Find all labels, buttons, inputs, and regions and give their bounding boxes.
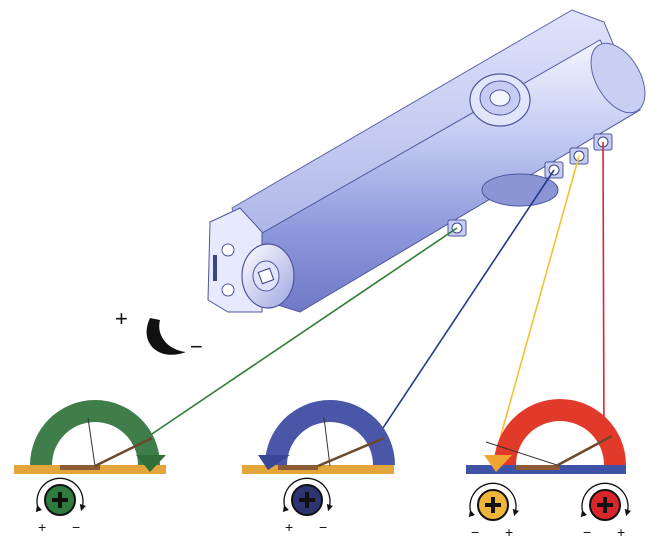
cross-slot-icon	[52, 492, 68, 508]
gauge-green	[14, 400, 166, 474]
connector-line-yellow	[493, 155, 580, 461]
adjust-screw-green: +−	[35, 477, 87, 535]
gauge-arc-green	[30, 400, 160, 465]
force-minus-sign: −	[190, 334, 203, 359]
connector-line-red	[602, 141, 605, 443]
screw-right-sign: −	[72, 519, 80, 535]
screw-left-sign: −	[471, 524, 479, 540]
screw-left-sign: −	[583, 524, 591, 540]
closer-right-end	[590, 42, 646, 114]
door-leaf-blue	[278, 465, 318, 470]
underside-bulge	[481, 173, 559, 207]
cross-slot-icon	[597, 497, 613, 513]
connector-line-navy	[374, 169, 555, 441]
gauge-arrow-green	[136, 455, 166, 472]
screw-left-sign: +	[38, 519, 46, 535]
door-closer-body	[207, 9, 646, 313]
rotation-arrows-icon	[35, 477, 87, 513]
gauge-arm-green	[94, 436, 153, 468]
gauge-needle-blue	[323, 417, 331, 467]
screw-right-sign: +	[505, 524, 513, 540]
screw-right-sign: −	[319, 519, 327, 535]
gauge-needle-green	[87, 417, 96, 467]
screw-left-sign: +	[285, 519, 293, 535]
closing-force-symbol: + −	[115, 306, 203, 359]
rotation-arrows-icon	[580, 482, 632, 518]
crescent-icon	[146, 318, 186, 355]
gauge-arrow-blue	[258, 455, 290, 470]
gauge-arm-blue	[317, 436, 385, 468]
force-plus-sign: +	[115, 306, 128, 331]
gauge-blue	[242, 400, 395, 474]
gauge-needle-red	[485, 441, 561, 467]
mounting-hole-bottom	[221, 283, 235, 297]
cross-slot-icon	[299, 492, 315, 508]
rotation-arrows-icon	[468, 482, 520, 518]
gauge-arrow-yellow	[484, 455, 512, 472]
pinion-boss-center	[489, 89, 511, 107]
door-leaf-green	[60, 465, 100, 470]
gauge-arm-red	[555, 434, 613, 468]
gauge-red	[466, 399, 626, 474]
adjust-screw-navy: +−	[282, 477, 334, 535]
end-slot	[213, 255, 217, 281]
adjust-screw-red: −+	[580, 482, 632, 540]
adjust-screw-yellow: −+	[468, 482, 520, 540]
rotation-arrows-icon	[282, 477, 334, 513]
screw-right-sign: +	[617, 524, 625, 540]
gauge-arc-blue	[265, 400, 395, 465]
mounting-hole-top	[221, 243, 235, 257]
connector-line-green	[139, 227, 458, 443]
door-leaf-red	[516, 465, 560, 470]
cross-slot-icon	[485, 497, 501, 513]
spindle-square	[257, 267, 275, 285]
gauge-arc-red	[494, 399, 626, 465]
